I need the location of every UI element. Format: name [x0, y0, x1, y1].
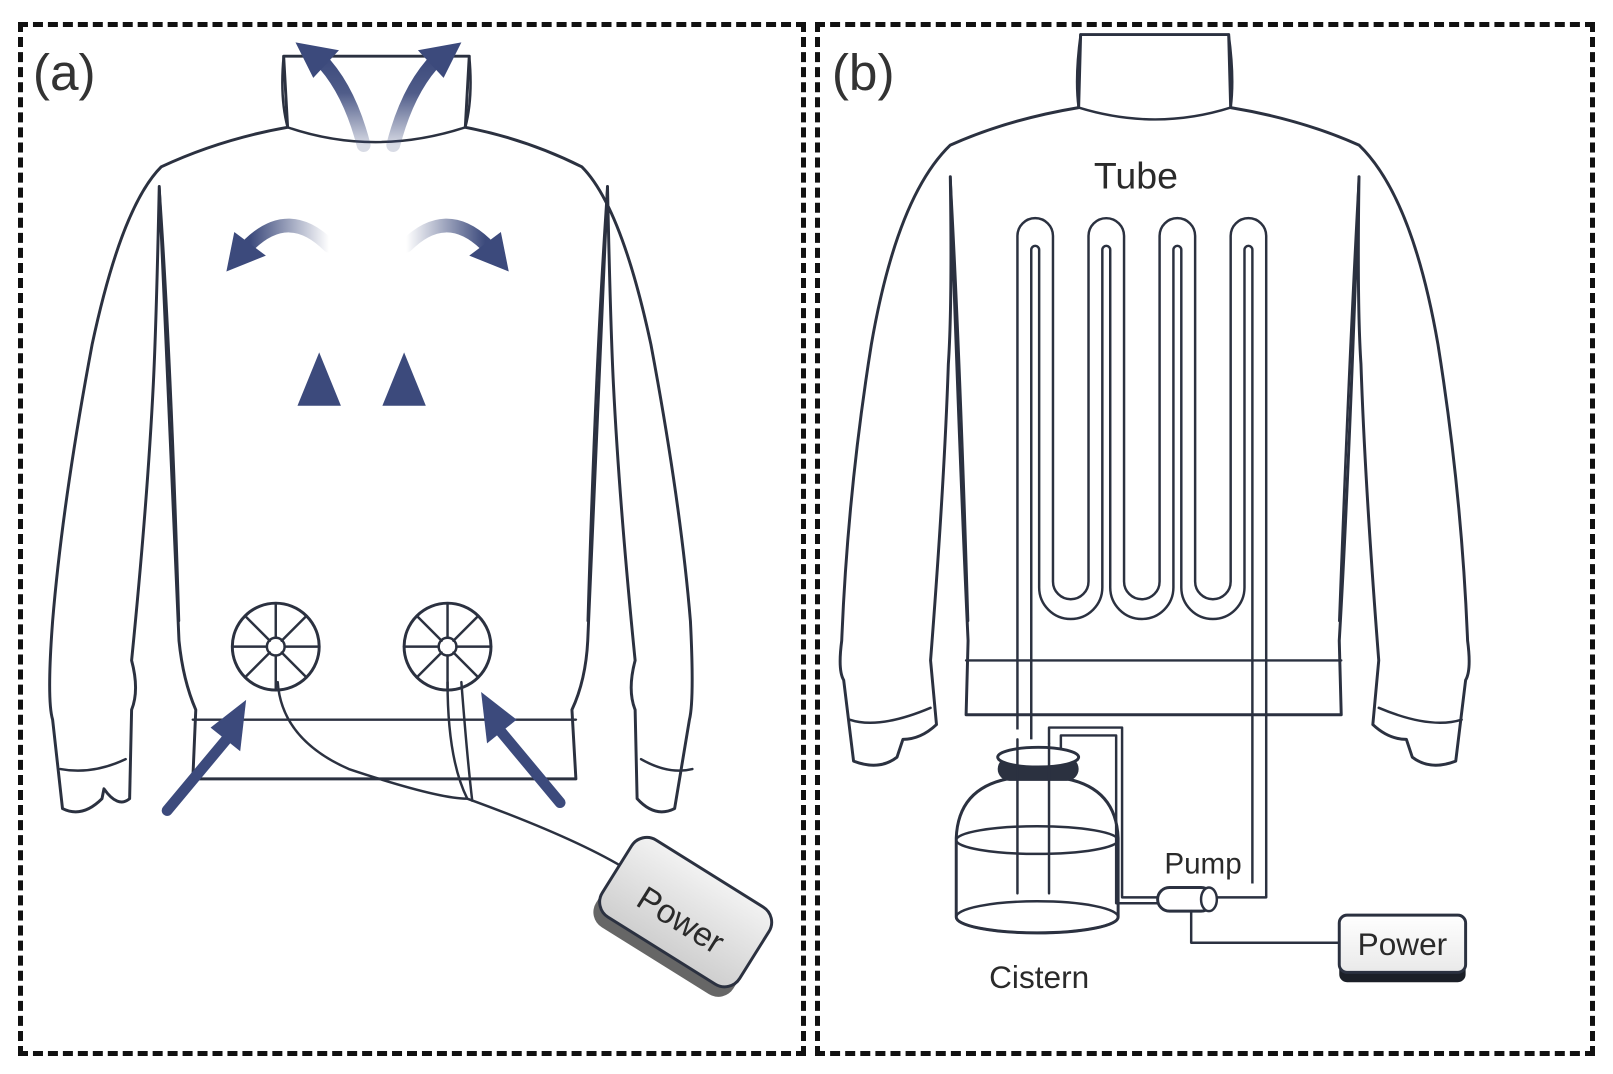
fan-wires — [276, 680, 629, 871]
neck-exhaust-arrows — [295, 42, 462, 152]
pump-icon — [1156, 885, 1219, 913]
sweater-a — [48, 54, 694, 814]
shoulder-flow-arrows — [226, 218, 509, 272]
panel-a-label: (a) — [33, 44, 96, 101]
fan-right-icon — [402, 601, 493, 692]
intake-arrows — [161, 692, 566, 816]
pump-pipes — [1047, 726, 1268, 905]
pump-label: Pump — [1164, 848, 1241, 881]
upward-flow-arrows — [297, 352, 426, 511]
tube-label: Tube — [1094, 155, 1178, 197]
power-label-b: Power — [1358, 926, 1448, 962]
power-box-a: Power — [593, 835, 774, 997]
pump-power-wire — [1189, 909, 1345, 944]
serpentine-tube — [1016, 216, 1268, 898]
panel-b-diagram: Tube Pump Power — [832, 33, 1471, 995]
cistern-label: Cistern — [989, 959, 1089, 995]
sweater-b — [838, 33, 1471, 767]
power-box-b: Power — [1337, 913, 1468, 983]
fan-left-icon — [230, 601, 321, 692]
panel-b-label: (b) — [832, 44, 895, 101]
panel-a-diagram: Power (a) — [33, 42, 774, 997]
panel-a-air-cooled-garment: Power (a) — [18, 22, 806, 1056]
panel-b-liquid-cooled-garment: Tube Pump Power — [815, 22, 1595, 1056]
cistern-icon — [954, 738, 1120, 935]
